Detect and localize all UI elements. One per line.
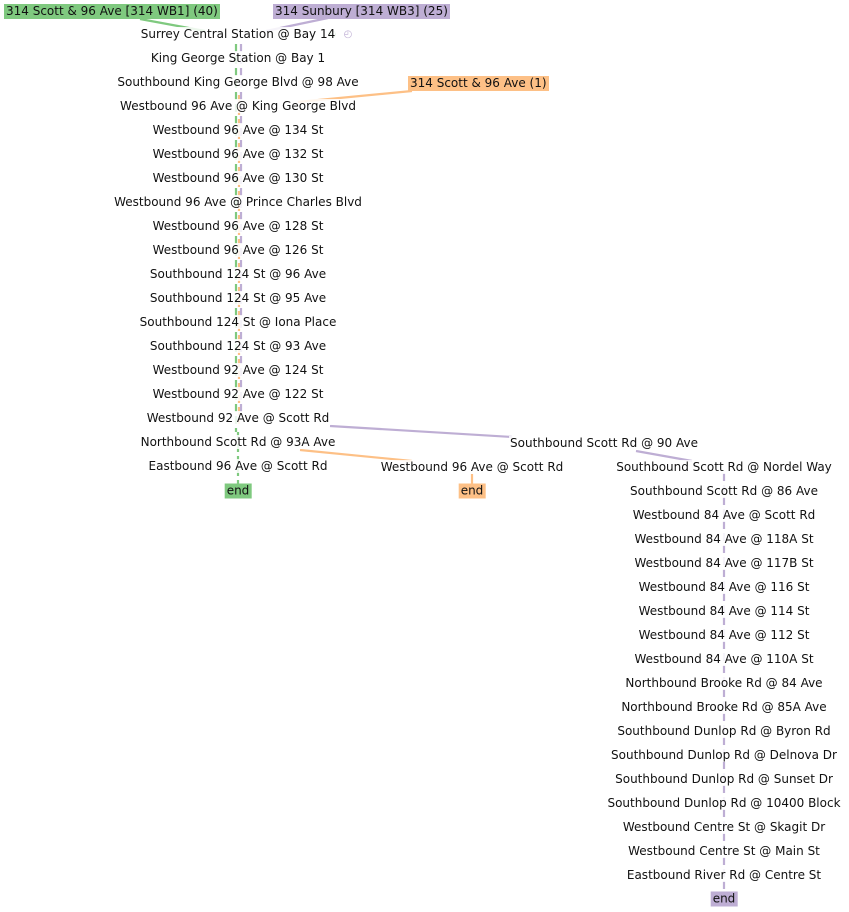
stop-label[interactable]: Westbound 84 Ave @ 116 St: [637, 580, 811, 594]
orange-branch-line: [299, 448, 413, 463]
stop-label[interactable]: Southbound 124 St @ 95 Ave: [148, 291, 328, 305]
stop-label[interactable]: Southbound 124 St @ 96 Ave: [148, 267, 328, 281]
stop-label[interactable]: Westbound 84 Ave @ Scott Rd: [631, 508, 817, 522]
stop-label[interactable]: Southbound 124 St @ 93 Ave: [148, 339, 328, 353]
stop-label[interactable]: Westbound 84 Ave @ 117B St: [633, 556, 815, 570]
stop-label[interactable]: Southbound Scott Rd @ Nordel Way: [615, 460, 833, 474]
stop-label[interactable]: Southbound Scott Rd @ 90 Ave: [509, 436, 699, 450]
stop-label[interactable]: Northbound Scott Rd @ 93A Ave: [139, 435, 337, 449]
stop-label[interactable]: Southbound 124 St @ Iona Place: [138, 315, 338, 329]
stop-label[interactable]: Westbound Centre St @ Main St: [627, 844, 821, 858]
stop-label[interactable]: Westbound 92 Ave @ Scott Rd: [145, 411, 331, 425]
stop-label[interactable]: Southbound Dunlop Rd @ Sunset Dr: [614, 772, 834, 786]
stop-label[interactable]: Westbound 96 Ave @ 132 St: [151, 147, 325, 161]
purple-branch-line-1: [329, 424, 513, 439]
purple-branch-line-2: [635, 449, 693, 463]
route-label-314-wb3[interactable]: 314 Sunbury [314 WB3] (25): [273, 4, 450, 19]
stop-label[interactable]: Westbound 96 Ave @ Prince Charles Blvd: [113, 195, 363, 209]
stop-label[interactable]: Westbound 92 Ave @ 122 St: [151, 387, 325, 401]
stop-label[interactable]: Northbound Brooke Rd @ 85A Ave: [620, 700, 828, 714]
stop-label[interactable]: Surrey Central Station @ Bay 14: [139, 27, 337, 41]
stop-label[interactable]: Westbound 92 Ave @ 124 St: [151, 363, 325, 377]
clock-icon: ◴: [343, 29, 353, 40]
stop-label[interactable]: Eastbound River Rd @ Centre St: [625, 868, 823, 882]
stop-label[interactable]: Eastbound 96 Ave @ Scott Rd: [147, 459, 329, 473]
route-label-314-scott-96[interactable]: 314 Scott & 96 Ave (1): [408, 76, 549, 91]
end-marker-green: end: [224, 483, 252, 499]
stop-label[interactable]: Westbound 84 Ave @ 112 St: [637, 628, 811, 642]
stop-label[interactable]: Westbound Centre St @ Skagit Dr: [621, 820, 827, 834]
stop-label[interactable]: Westbound 84 Ave @ 110A St: [633, 652, 815, 666]
stop-label[interactable]: Westbound 96 Ave @ 128 St: [151, 219, 325, 233]
stop-label[interactable]: Northbound Brooke Rd @ 84 Ave: [624, 676, 824, 690]
stop-label[interactable]: Southbound Scott Rd @ 86 Ave: [629, 484, 819, 498]
end-marker-orange: end: [458, 483, 486, 499]
stop-label[interactable]: Westbound 84 Ave @ 118A St: [633, 532, 815, 546]
stop-label[interactable]: Westbound 84 Ave @ 114 St: [637, 604, 811, 618]
stop-label[interactable]: Westbound 96 Ave @ 134 St: [151, 123, 325, 137]
stop-label[interactable]: Southbound King George Blvd @ 98 Ave: [116, 75, 360, 89]
stop-label[interactable]: King George Station @ Bay 1: [149, 51, 327, 65]
stop-label[interactable]: Westbound 96 Ave @ Scott Rd: [379, 460, 565, 474]
stop-label[interactable]: Westbound 96 Ave @ 126 St: [151, 243, 325, 257]
stop-label[interactable]: Southbound Dunlop Rd @ Byron Rd: [616, 724, 832, 738]
stop-label[interactable]: Westbound 96 Ave @ 130 St: [151, 171, 325, 185]
end-marker-purple: end: [710, 891, 738, 907]
stop-label[interactable]: Southbound Dunlop Rd @ Delnova Dr: [610, 748, 838, 762]
stop-label[interactable]: Southbound Dunlop Rd @ 10400 Block: [606, 796, 842, 810]
stop-label[interactable]: Westbound 96 Ave @ King George Blvd: [119, 99, 357, 113]
route-label-314-wb1[interactable]: 314 Scott & 96 Ave [314 WB1] (40): [4, 4, 220, 19]
